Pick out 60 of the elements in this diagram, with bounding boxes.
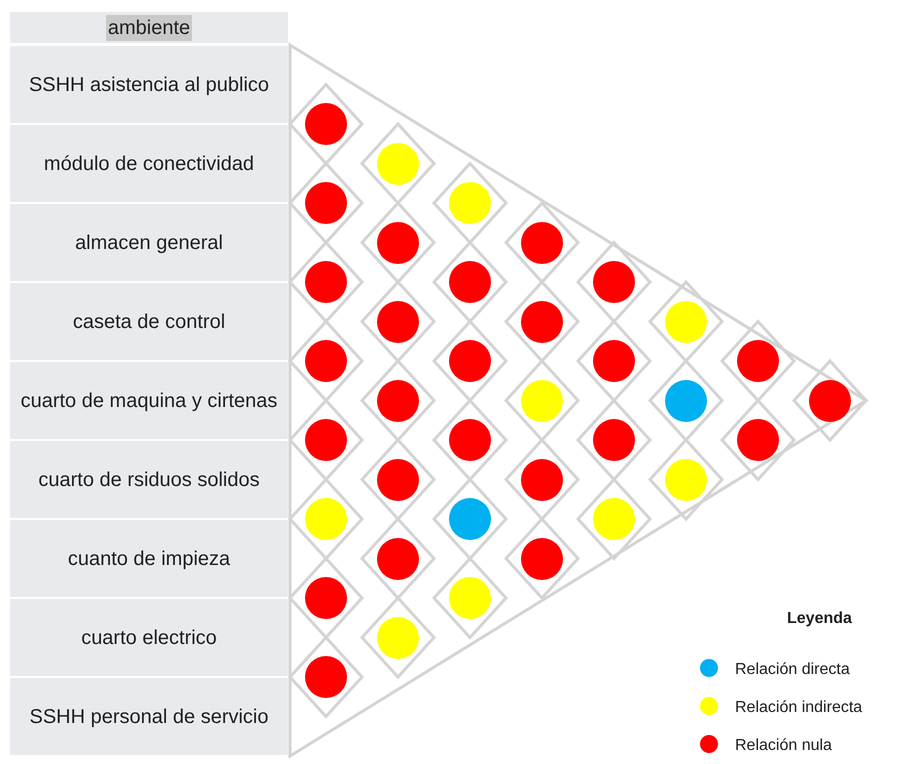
relation-dot xyxy=(737,340,779,382)
relation-dot xyxy=(521,380,563,422)
relation-dot xyxy=(377,300,419,342)
relation-dot xyxy=(521,538,563,580)
relation-dot xyxy=(449,340,491,382)
row-cell xyxy=(10,441,288,518)
relation-dot xyxy=(305,656,347,698)
relation-dot xyxy=(305,498,347,540)
legend-label: Relación nula xyxy=(735,737,832,755)
relation-dot xyxy=(737,419,779,461)
row-cell xyxy=(10,678,288,755)
relation-dot xyxy=(521,300,563,342)
relation-dot xyxy=(593,419,635,461)
row-cell xyxy=(10,46,288,123)
row-label: almacen general xyxy=(75,230,223,256)
row-label: SSHH personal de servicio xyxy=(30,704,268,730)
relation-dot xyxy=(377,538,419,580)
row-label: cuarto de maquina y cirtenas xyxy=(20,388,278,414)
relation-dot xyxy=(377,222,419,264)
relation-dot xyxy=(377,458,419,500)
legend-label: Relación directa xyxy=(735,661,850,679)
relation-dot xyxy=(305,103,347,145)
relation-dot xyxy=(665,380,707,422)
relation-dot xyxy=(377,380,419,422)
relation-dot xyxy=(305,182,347,224)
relation-dot xyxy=(809,380,851,422)
relation-dot xyxy=(377,142,419,184)
relation-dot xyxy=(593,261,635,303)
relation-dot xyxy=(665,300,707,342)
relation-dot xyxy=(449,577,491,619)
relation-dot xyxy=(449,182,491,224)
relation-dot xyxy=(449,261,491,303)
row-cell xyxy=(10,599,288,676)
relation-dot xyxy=(665,458,707,500)
relation-dot xyxy=(449,419,491,461)
relation-dot xyxy=(305,261,347,303)
row-label: cuanto de impieza xyxy=(68,546,230,572)
legend-label: Relación indirecta xyxy=(735,699,862,717)
row-label: SSHH asistencia al publico xyxy=(28,72,270,98)
row-label: caseta de control xyxy=(72,310,226,334)
header-cell xyxy=(10,12,288,43)
relation-dot xyxy=(305,577,347,619)
row-cell xyxy=(10,283,288,360)
relation-dot xyxy=(449,498,491,540)
row-label: módulo de conectividad xyxy=(44,152,254,176)
row-cell xyxy=(10,362,288,439)
row-cell xyxy=(10,204,288,281)
row-label: cuarto de rsiduos solidos xyxy=(38,468,260,492)
legend-title: Leyenda xyxy=(787,610,852,628)
column-header: ambiente xyxy=(106,14,192,40)
relation-dot xyxy=(521,222,563,264)
relation-dot xyxy=(593,498,635,540)
row-cell xyxy=(10,520,288,597)
relation-dot xyxy=(377,616,419,658)
relation-dot xyxy=(521,458,563,500)
relation-dot xyxy=(305,419,347,461)
row-label: cuarto electrico xyxy=(81,626,217,650)
relation-dot xyxy=(593,340,635,382)
row-cell xyxy=(10,125,288,202)
relation-dot xyxy=(305,340,347,382)
